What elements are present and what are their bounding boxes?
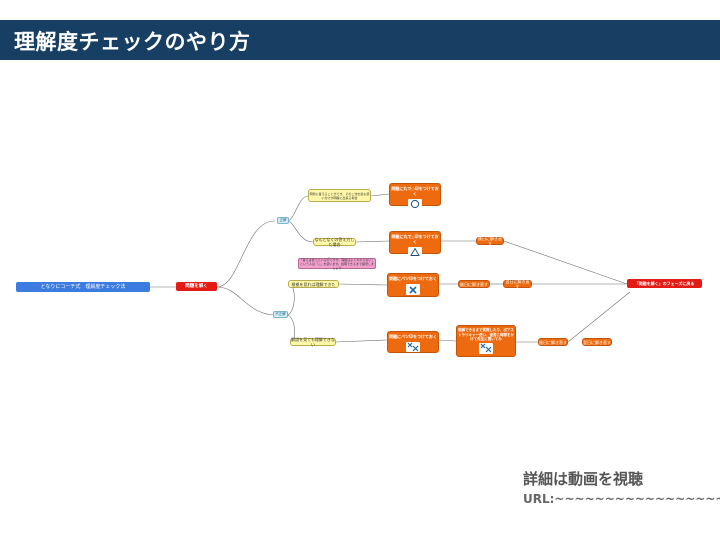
next-day-review-node-2: 翌日に解き直す [582, 338, 612, 346]
return-to-solve-node: 「問題を解く」のフェーズに戻る [627, 279, 702, 288]
url-text[interactable]: URL:~~~~~~~~~~~~~~~~~ [523, 492, 720, 506]
page-title: 理解度チェックのやり方 [14, 30, 251, 54]
mark-cross-node: 問題にバツ印をつけておく [387, 273, 439, 297]
solve-problem-node: 問題を解く [176, 282, 217, 291]
review-later-node-3: 後日に解き直す [538, 338, 568, 346]
triangle-note: 「答えは合っているのですが、理由はよくわからない」という人は「△」を使います。説… [298, 257, 376, 270]
circle-icon [408, 199, 422, 209]
double-cross-icon [406, 342, 420, 352]
review-later-node-2: 後日に解き直す [458, 280, 490, 288]
details-text: 詳細は動画を視聴 [523, 470, 644, 488]
mark-cross-label: 問題にバツ印をつけておく [389, 276, 437, 281]
correct-branch-label: 正解 [277, 217, 289, 224]
triangle-icon [408, 247, 422, 257]
correct-clear-node: 問題に答えることができ、そのこ法を最も使い分けが明確に出来る場合 [308, 189, 371, 202]
mark-circle-node: 問題に丸で○印をつけておく [389, 183, 441, 209]
header-bar: 理解度チェックのやり方 [0, 20, 720, 60]
wrong-understood-node: 根拠を見れば理解できた [288, 280, 339, 288]
study-until-understood-node: 理解できるまで質問したり、ボアストラリキャー使い、復習に時間をかけて先生に聞いて… [456, 325, 516, 357]
mark-circle-label: 問題に丸で○印をつけておく [391, 186, 439, 196]
correct-unclear-node: なんとなくの答え方した場合 [313, 237, 356, 247]
wrong-not-understood-node: 解説を見ても理解できない [290, 337, 336, 347]
review-later-node-1: 後日に解き直す [476, 236, 504, 246]
next-day-review-node-1: 翌日に解き直す [503, 279, 532, 289]
cross-icon [406, 284, 420, 295]
mark-double-cross-node: 問題にバツ印をつけておく [387, 331, 439, 353]
mark-triangle-node: 問題に丸で△印をつけておく [389, 231, 441, 257]
root-node: となりにコーチ式 理解度チェック法 [16, 282, 150, 292]
mark-double-cross-label: 問題にバツ印をつけておく [389, 334, 437, 339]
mark-triangle-label: 問題に丸で△印をつけておく [391, 234, 439, 244]
study-until-understood-label: 理解できるまで質問したり、ボアストラリキャー使い、復習に時間をかけて先生に聞いて… [458, 328, 514, 341]
double-cross-icon [479, 342, 493, 354]
wrong-branch-label: 不正解 [273, 311, 288, 318]
